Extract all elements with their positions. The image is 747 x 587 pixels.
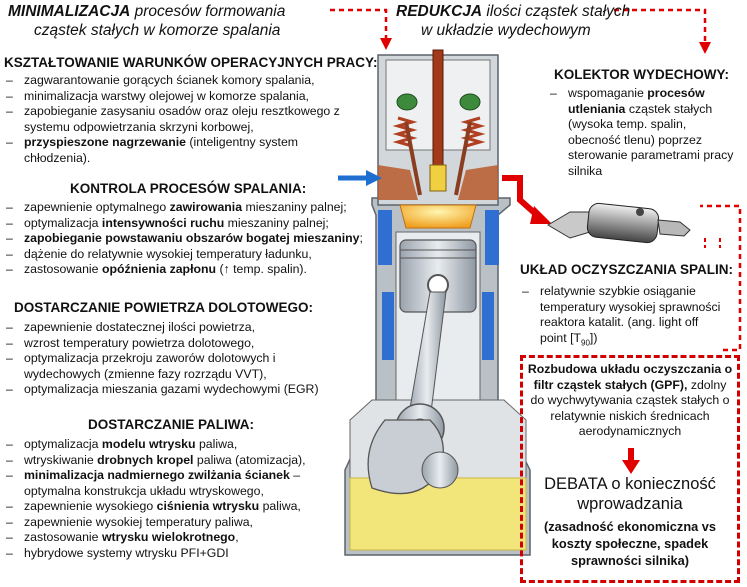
debata-bold: (zasadność ekonomiczna vs koszty społecz… bbox=[543, 518, 717, 568]
debata-arrow bbox=[622, 448, 640, 474]
list-item: zapewnienie dostatecznej ilości powietrz… bbox=[2, 320, 342, 336]
section-list-combustion: zapewnienie optymalnego zawirowania mies… bbox=[2, 200, 372, 278]
spalin-header: UKŁAD OCZYSZCZANIA SPALIN: bbox=[520, 262, 733, 277]
piston bbox=[399, 239, 477, 313]
catalytic-converter-image bbox=[547, 202, 691, 244]
list-item: optymalizacja przekroju zaworów dolotowy… bbox=[2, 351, 314, 382]
left-title: MINIMALIZACJA procesów formowania cząste… bbox=[8, 2, 338, 40]
oil-sump bbox=[349, 477, 527, 551]
list-item: optymalizacja intensywności ruchu miesza… bbox=[2, 216, 372, 232]
kolektor-header: KOLEKTOR WYDECHOWY: bbox=[554, 67, 729, 82]
list-item: wzrost temperatury powietrza dolotowego, bbox=[2, 336, 342, 352]
list-item: optymalizacja mieszania gazami wydechowy… bbox=[2, 382, 342, 398]
left-title-bold: MINIMALIZACJA bbox=[8, 3, 131, 20]
list-item: zapewnienie optymalnego zawirowania mies… bbox=[2, 200, 372, 216]
spalin-list: relatywnie szybkie osiąganie temperatury… bbox=[518, 284, 723, 350]
list-item: zapewnienie wysokiej temperatury paliwa, bbox=[2, 515, 337, 531]
right-title-rest: ilości cząstek stałych bbox=[482, 3, 631, 20]
section-list-air: zapewnienie dostatecznej ilości powietrz… bbox=[2, 320, 342, 398]
kolektor-list: wspomaganie procesów utleniania cząstek … bbox=[546, 86, 736, 179]
connector-to-gpf bbox=[700, 204, 742, 352]
gpf-text: zdolny do wychwytywania cząstek stałych … bbox=[530, 377, 730, 439]
right-title-bold: REDUKCJA bbox=[396, 3, 483, 20]
section-header-fuel: DOSTARCZANIE PALIWA: bbox=[88, 417, 254, 432]
debata-text: DEBATA o konieczność wprowadzania bbox=[544, 474, 716, 513]
list-item: zapobieganie zasysaniu osadów oraz oleju… bbox=[2, 104, 344, 135]
gpf-box: Rozbudowa układu oczyszczania o filtr cz… bbox=[520, 355, 740, 583]
section-list-fuel: optymalizacja modelu wtrysku paliwa, wtr… bbox=[2, 437, 337, 561]
list-item: hybrydowe systemy wtrysku PFI+GDI bbox=[2, 546, 337, 562]
list-item: zapewnienie wysokiego ciśnienia wtrysku … bbox=[2, 499, 337, 515]
intake-arrow bbox=[338, 170, 382, 186]
right-title: REDUKCJA ilości cząstek stałych w układz… bbox=[396, 2, 726, 40]
list-item: zastosowanie opóźnienia zapłonu (↑ temp.… bbox=[2, 262, 372, 278]
left-title-rest: procesów formowania bbox=[130, 3, 286, 20]
gpf-bold: Rozbudowa układu oczyszczania o filtr cz… bbox=[527, 362, 733, 392]
list-item: dążenie do relatywnie wysokiej temperatu… bbox=[2, 247, 372, 263]
list-item: minimalizacja warstwy olejowej w komorze… bbox=[2, 89, 362, 105]
cylinder-head bbox=[377, 49, 499, 229]
gpf-text-block: Rozbudowa układu oczyszczania o filtr cz… bbox=[523, 358, 737, 440]
combustion-chamber bbox=[399, 204, 477, 229]
coolant-jacket-right bbox=[482, 292, 494, 360]
section-header-combustion: KONTROLA PROCESÓW SPALANIA: bbox=[70, 181, 307, 196]
right-title-line2: w układzie wydechowym bbox=[421, 22, 591, 39]
camshaft-intake bbox=[396, 93, 418, 111]
list-item: wtryskiwanie drobnych kropel paliwa (ato… bbox=[2, 453, 337, 469]
spark-plug bbox=[429, 164, 447, 192]
spring-left bbox=[392, 116, 418, 148]
list-item: minimalizacja nadmiernego zwilżania ścia… bbox=[2, 468, 329, 499]
list-item: optymalizacja modelu wtrysku paliwa, bbox=[2, 437, 337, 453]
coolant-jacket-left bbox=[382, 292, 394, 360]
crankshaft bbox=[367, 419, 459, 495]
list-item: zagwarantowanie gorących ścianek komory … bbox=[2, 73, 362, 89]
list-item: wspomaganie procesów utleniania cząstek … bbox=[546, 86, 736, 179]
list-item: zapobieganie powstawaniu obszarów bogate… bbox=[2, 231, 372, 247]
section-header-operating: KSZTAŁTOWANIE WARUNKÓW OPERACYJNYCH PRAC… bbox=[4, 55, 378, 70]
exhaust-port bbox=[458, 165, 498, 200]
list-item: zastosowanie wtrysku wielokrotnego, bbox=[2, 530, 337, 546]
title-connector-right bbox=[614, 8, 711, 54]
section-list-operating: zagwarantowanie gorących ścianek komory … bbox=[2, 73, 362, 166]
t90-subscript: 90 bbox=[581, 337, 590, 347]
list-item: relatywnie szybkie osiąganie temperatury… bbox=[518, 284, 723, 350]
section-header-air: DOSTARCZANIE POWIETRZA DOLOTOWEGO: bbox=[14, 300, 313, 315]
exhaust-arrow bbox=[502, 175, 552, 224]
camshaft-exhaust bbox=[459, 93, 481, 111]
intake-port bbox=[378, 165, 418, 200]
list-item: przyspieszone nagrzewanie (inteligentny … bbox=[2, 135, 324, 166]
title-connector-left bbox=[330, 8, 392, 50]
left-title-line2: cząstek stałych w komorze spalania bbox=[34, 22, 281, 39]
